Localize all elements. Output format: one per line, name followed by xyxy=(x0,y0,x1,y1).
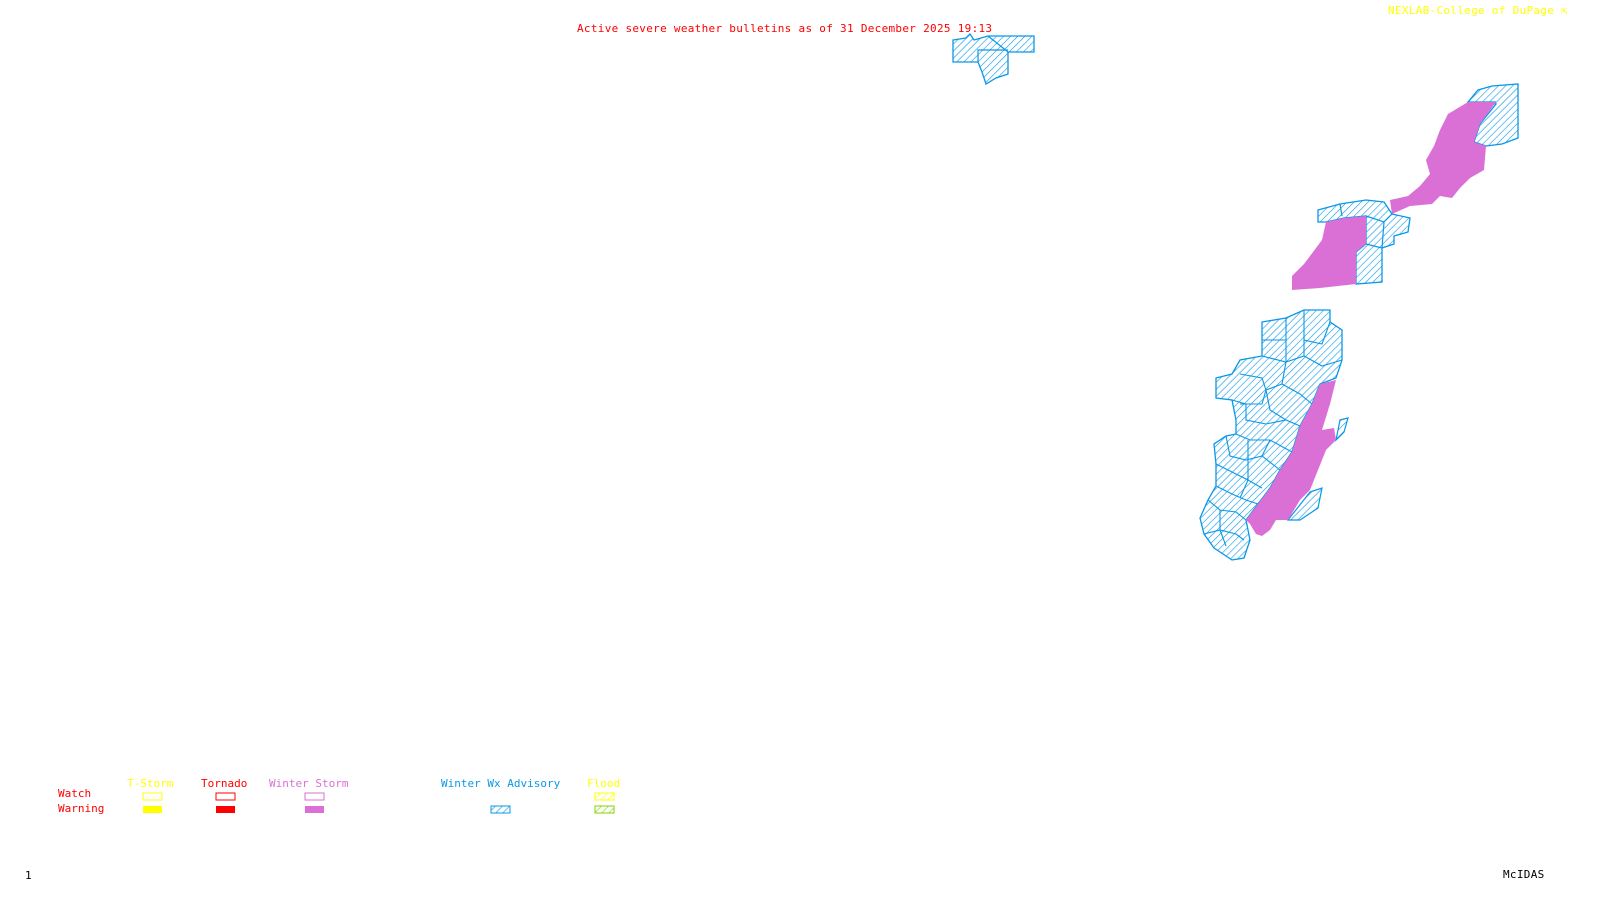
northern-advisory-area xyxy=(952,32,1035,85)
legend-flood-warning-swatch xyxy=(594,805,615,814)
frame-number: 1 xyxy=(25,869,32,882)
legend-tstorm-watch-swatch xyxy=(142,792,163,801)
legend-tornado-watch-swatch xyxy=(215,792,236,801)
legend-tornado-label: Tornado xyxy=(201,777,248,790)
legend-winter-storm-watch-swatch xyxy=(304,792,325,801)
southern-advisory-counties xyxy=(1199,309,1349,561)
legend-tornado-warning-swatch xyxy=(216,806,235,813)
legend-winter-advisory-label: Winter Wx Advisory xyxy=(441,777,561,790)
legend-winter-advisory-swatch xyxy=(490,805,511,814)
credit-label: NEXLAB-College of DuPage ⇱ xyxy=(1388,5,1568,17)
legend-warning-row-label: Warning xyxy=(58,802,105,815)
legend-flood-label: Flood xyxy=(587,777,621,790)
legend-flood-watch-swatch xyxy=(594,792,615,801)
legend-tstorm-label: T-Storm xyxy=(127,777,174,790)
central-winter-storm-warning xyxy=(1292,216,1366,290)
legend-watch-row-label: Watch xyxy=(58,787,92,800)
southern-winter-storm-warning xyxy=(1246,380,1336,536)
legend-winter-storm-warning-swatch xyxy=(305,806,324,813)
legend-tstorm-warning-swatch xyxy=(143,806,162,813)
page-title: Active severe weather bulletins as of 31… xyxy=(577,22,993,35)
software-label: McIDAS xyxy=(1503,868,1545,881)
northeast-winter-storm-warning xyxy=(1390,102,1496,214)
cursor-arrow-icon: ⇱ xyxy=(1554,4,1569,17)
credit-text: NEXLAB-College of DuPage xyxy=(1388,4,1555,17)
legend-winter-storm-label: Winter Storm xyxy=(269,777,349,790)
